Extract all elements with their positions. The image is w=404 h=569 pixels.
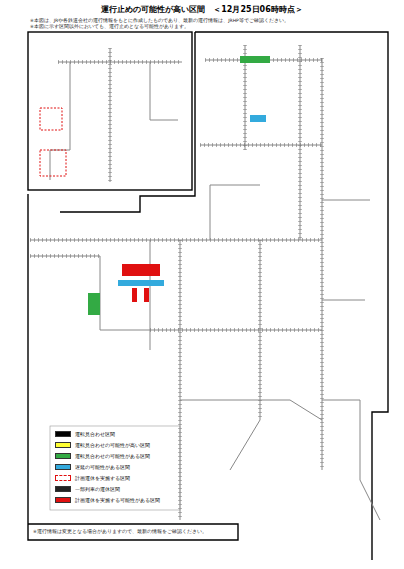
legend-text: 計画運休を実施する可能性がある区間 — [75, 497, 160, 503]
map-title: 運行止めの可能性が高い区間 ＜12月25日06時時点＞ — [101, 5, 302, 14]
station-ticks — [30, 45, 322, 520]
legend-row: 運転見合わせの可能性がある区間 — [55, 453, 150, 459]
status-segments — [40, 56, 270, 315]
legend-row: 遅延の可能性がある区間 — [55, 464, 130, 470]
legend-text: 運転見合わせの可能性がある区間 — [75, 453, 150, 459]
note-text: ※本図は、JRや各鉄道会社の運行情報をもとに作成したものであり、最新の運行情報は… — [30, 18, 289, 23]
legend-swatch — [55, 475, 71, 481]
legend-swatch — [55, 453, 71, 459]
legend-frame — [50, 426, 180, 510]
legend-swatch — [55, 486, 71, 492]
legend-row: 運転見合わせ区間 — [55, 431, 115, 437]
legend-row: 計画運休を実施する可能性がある区間 — [55, 497, 160, 503]
legend-swatch — [55, 442, 71, 448]
legend-text: 運転見合わせ区間 — [75, 431, 115, 437]
note-text: ※運行情報は変更となる場合がありますので、最新の情報をご確認ください。 — [33, 529, 207, 534]
legend-text: 計画運休を実施する区間 — [75, 475, 130, 481]
legend-swatch — [55, 464, 71, 470]
legend-text: 一部列車の運休区間 — [75, 486, 120, 492]
legend-row: 一部列車の運休区間 — [55, 486, 120, 492]
legend-text: 運転見合わせの可能性が高い区間 — [75, 442, 150, 448]
legend-swatch — [55, 497, 71, 503]
legend-swatch — [55, 431, 71, 437]
rail-lines — [30, 45, 380, 520]
legend-row: 運転見合わせの可能性が高い区間 — [55, 442, 150, 448]
legend-text: 遅延の可能性がある区間 — [75, 464, 130, 470]
legend-row: 計画運休を実施する区間 — [55, 475, 130, 481]
note-text: ※本図に示す区間以外においても、運行止めとなる可能性があります。 — [30, 24, 189, 29]
region-border — [28, 32, 388, 560]
